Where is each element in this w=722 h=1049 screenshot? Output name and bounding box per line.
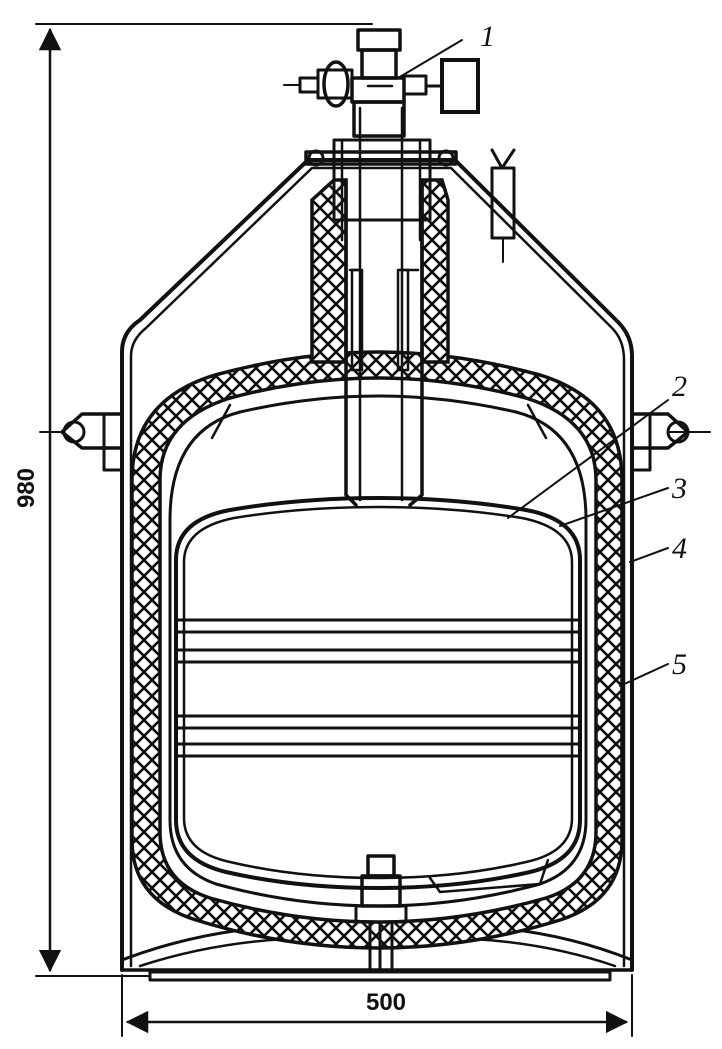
width-dimension (121, 974, 633, 1037)
neck-tube (344, 106, 424, 507)
callout-1: 1 (480, 20, 495, 53)
gauge-box (440, 58, 480, 114)
shoulder-fitting (490, 148, 516, 263)
leader-lines (397, 39, 669, 687)
neck-flange (304, 138, 458, 242)
inner-supports (210, 403, 548, 440)
insulation-neck (310, 178, 450, 364)
left-handle (60, 412, 124, 472)
callout-2: 2 (672, 370, 687, 403)
callout-3: 3 (671, 472, 687, 505)
top-valve-assembly (283, 28, 480, 138)
height-dimension-label: 980 (13, 468, 40, 508)
inner-vessel (174, 496, 582, 894)
bottom-drain-fitting (354, 854, 408, 970)
callout-5: 5 (672, 648, 687, 681)
insulation-layer (130, 350, 624, 950)
right-handle (630, 412, 711, 472)
width-dimension-label: 500 (366, 989, 406, 1016)
height-dimension (35, 23, 373, 977)
vacuum-space-wall (168, 394, 588, 908)
callout-4: 4 (672, 532, 687, 565)
